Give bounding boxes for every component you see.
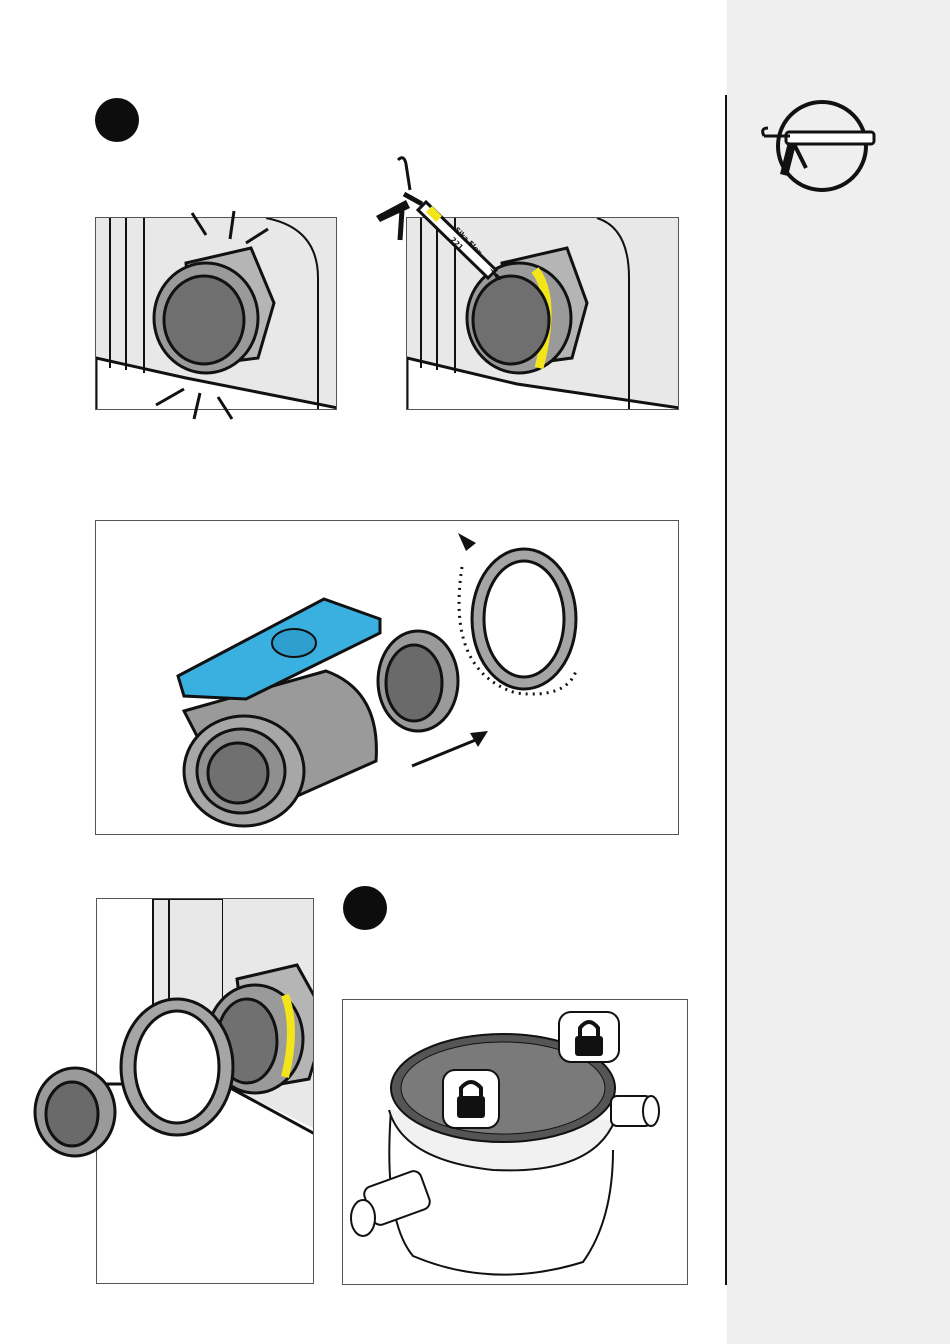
step-marker-2 [343,886,387,930]
side-panel [727,0,950,1344]
panel-valve-assembly [95,520,679,835]
step-marker-1 [95,98,139,142]
caulking-gun-icon [760,98,880,198]
padlock-icon [559,1012,619,1062]
padlock-icon [443,1070,499,1128]
loose-adapter [20,1060,130,1160]
panel-lock-cover [342,999,688,1285]
arrow-icon [412,739,478,766]
side-divider [725,95,727,1285]
caulking-gun: Sika Flex 221 [370,150,520,280]
crack-marks [150,205,280,425]
